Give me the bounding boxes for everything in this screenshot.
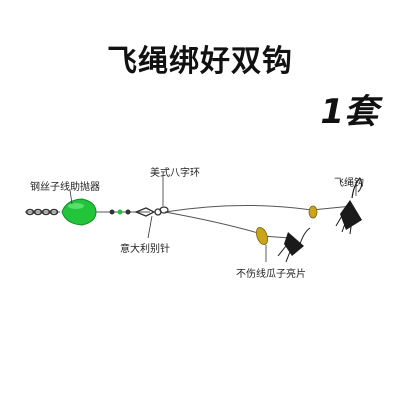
swivel-8-label: 美式八字环 [150,168,200,179]
page-title: 飞绳绑好双钩 [107,44,293,79]
wire-thrower-label: 钢丝子线助抛器 [30,182,100,193]
fly-hook-label: 飞绳钩 [334,178,364,189]
fly-hook [308,177,363,235]
beads [109,209,131,215]
spoon-blade [255,226,311,263]
set-count-label: 1套 [320,92,378,132]
casting-float [61,198,97,226]
swivel-8 [159,206,169,214]
swivel-chain [25,208,59,216]
spoon-blade-label: 不伤线瓜子亮片 [236,269,306,280]
callout-lines [69,176,357,262]
safety-pin-label: 意大利别针 [120,244,170,255]
